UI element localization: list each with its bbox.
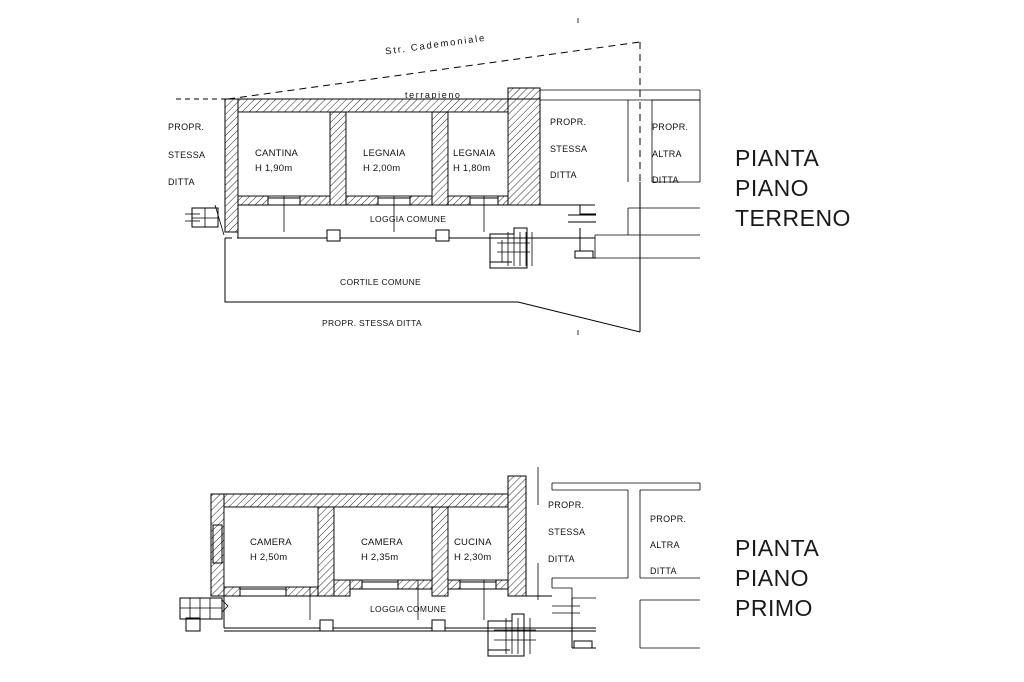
room-legnaia-1-height: H 2,00m: [363, 163, 400, 174]
room-cucina-height: H 2,30m: [454, 552, 491, 563]
first-right-inner-annotation-line-1: PROPR.: [548, 500, 584, 510]
first-floor-walls: [210, 475, 527, 597]
first-floor-title: PIANTA PIANO PRIMO: [735, 535, 820, 621]
ground-right-inner-annotation-line-3: DITTA: [550, 170, 577, 180]
ground-title-line-1: PIANTA: [735, 145, 820, 171]
first-floor-plan: CAMERA H 2,50m CAMERA H 2,35m CUCINA H 2…: [179, 467, 701, 657]
first-right-reference-lines: [537, 467, 701, 649]
ground-loggia-label: LOGGIA COMUNE: [370, 214, 446, 224]
first-loggia-label: LOGGIA COMUNE: [370, 604, 446, 614]
ground-floor-title: PIANTA PIANO TERRENO: [735, 145, 851, 231]
ground-right-inner-annotation-line-2: STESSA: [550, 144, 587, 154]
room-legnaia-2-height: H 1,80m: [453, 163, 490, 174]
first-floor-loggia: [223, 595, 596, 632]
first-title-line-1: PIANTA: [735, 535, 820, 561]
ground-right-outer-annotation-line-2: ALTRA: [652, 149, 682, 159]
ground-title-line-3: TERRENO: [735, 205, 851, 231]
ground-left-annotation-line-2: STESSA: [168, 150, 205, 160]
first-title-line-3: PRIMO: [735, 595, 813, 621]
ground-floor-door-sills: [267, 196, 499, 232]
room-legnaia-1: [345, 111, 433, 197]
first-right-outer-annotation-line-3: DITTA: [650, 566, 677, 576]
first-right-lower-detail: [552, 598, 596, 649]
room-cantina-name: CANTINA: [255, 148, 299, 159]
ground-right-outer-annotation-line-3: DITTA: [652, 175, 679, 185]
ground-right-reference-lines: [522, 89, 701, 259]
ground-staircase: [489, 227, 533, 269]
first-right-inner-annotation-line-3: DITTA: [548, 554, 575, 564]
room-cucina: [447, 506, 509, 581]
room-camera-2-height: H 2,35m: [361, 552, 398, 563]
ground-bottom-annotation: PROPR. STESSA DITTA: [322, 318, 422, 328]
first-left-stair-element: [179, 597, 229, 620]
ground-left-annotation-line-3: DITTA: [168, 177, 195, 187]
ground-right-inner-annotation-line-1: PROPR.: [550, 117, 586, 127]
courtyard-label: CORTILE COMUNE: [340, 277, 421, 287]
first-right-inner-annotation-line-2: STESSA: [548, 527, 585, 537]
embankment-label: terrapieno: [405, 90, 462, 100]
room-legnaia-2: [447, 111, 509, 197]
ground-right-outer-annotation-line-1: PROPR.: [652, 122, 688, 132]
room-camera-2: [333, 506, 433, 581]
first-loggia-pillars: [185, 617, 446, 632]
ground-loggia-pillars: [326, 229, 450, 242]
room-legnaia-1-name: LEGNAIA: [363, 148, 406, 159]
first-right-outer-annotation-line-1: PROPR.: [650, 514, 686, 524]
room-cucina-name: CUCINA: [454, 537, 492, 548]
ground-courtyard: [224, 182, 641, 333]
ground-right-lower-detail: [568, 205, 596, 259]
room-cantina-height: H 1,90m: [255, 163, 292, 174]
room-camera-1-height: H 2,50m: [250, 552, 287, 563]
room-camera-2-name: CAMERA: [361, 537, 403, 548]
first-floor-rooms: [212, 506, 509, 588]
room-legnaia-2-name: LEGNAIA: [453, 148, 496, 159]
first-right-outer-annotation-line-2: ALTRA: [650, 540, 680, 550]
ground-left-annotation-line-1: PROPR.: [168, 122, 204, 132]
room-cantina: [237, 111, 331, 197]
ground-title-line-2: PIANO: [735, 175, 809, 201]
room-camera-1-name: CAMERA: [250, 537, 292, 548]
first-title-line-2: PIANO: [735, 565, 809, 591]
ground-left-stair-element: [185, 204, 225, 236]
room-camera-1: [223, 506, 319, 588]
first-staircase: [487, 613, 536, 657]
ground-floor-rooms: [237, 111, 509, 197]
